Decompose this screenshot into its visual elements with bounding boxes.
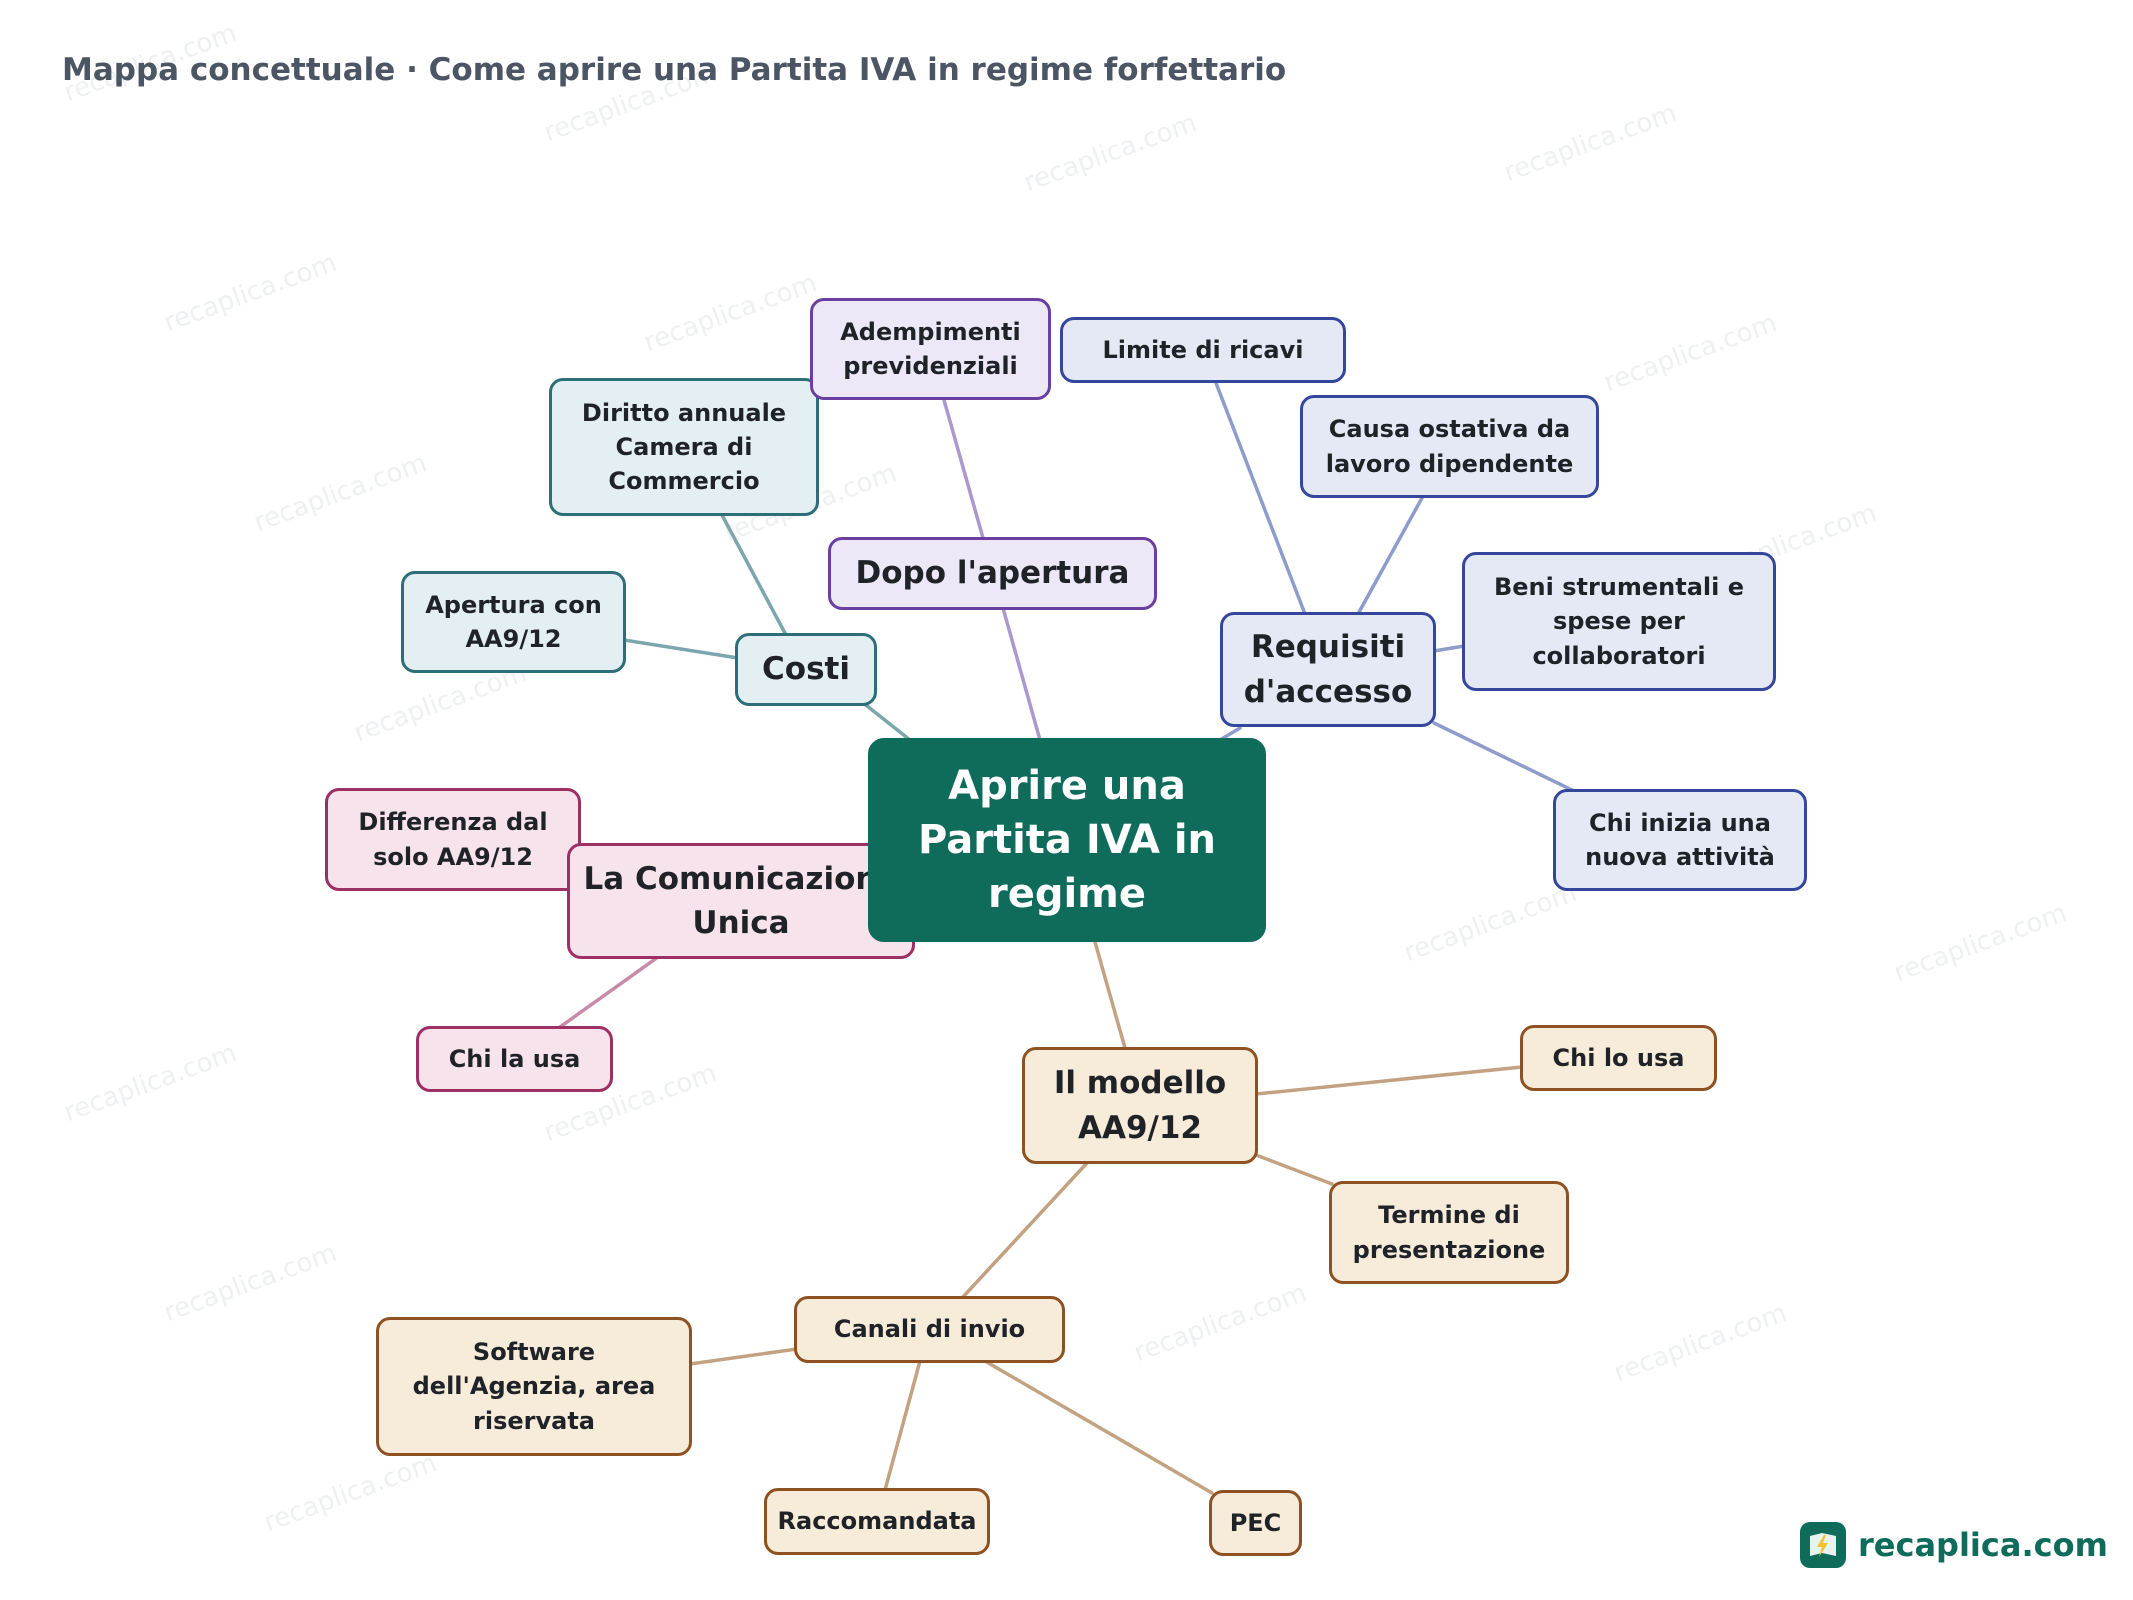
- node-chi-lo-usa[interactable]: Chi lo usa: [1520, 1025, 1717, 1091]
- edge-center-costi: [860, 700, 912, 742]
- node-costi[interactable]: Costi: [735, 633, 877, 706]
- node-beni-strumentali[interactable]: Beni strumentali e spese per collaborato…: [1462, 552, 1776, 691]
- comunicazione-label: La Comunicazione Unica: [583, 860, 899, 941]
- edge-modello-canali: [960, 1161, 1089, 1300]
- node-adempimenti-previdenziali[interactable]: Adempimenti previdenziali: [810, 298, 1051, 400]
- edge-requisiti-beni: [1432, 644, 1466, 653]
- node-limite-ricavi[interactable]: Limite di ricavi: [1060, 317, 1346, 383]
- lightning-book-icon: [1800, 1522, 1846, 1568]
- logo-text: recaplica.com: [1858, 1526, 2108, 1564]
- node-chi-inizia[interactable]: Chi inizia una nuova attività: [1553, 789, 1807, 891]
- node-pec[interactable]: PEC: [1209, 1490, 1302, 1556]
- edge-requisiti-chi-inizia: [1432, 721, 1578, 794]
- node-comunicazione-unica[interactable]: La Comunicazione Unica: [567, 843, 915, 959]
- node-software-agenzia[interactable]: Software dell'Agenzia, area riservata: [376, 1317, 692, 1456]
- page-title: Mappa concettuale · Come aprire una Part…: [62, 52, 1287, 88]
- edge-modello-termine: [1254, 1153, 1334, 1186]
- edge-dopo-adempimenti: [942, 398, 985, 540]
- node-termine-presentazione[interactable]: Termine di presentazione: [1329, 1181, 1569, 1284]
- edge-center-dopo: [1001, 606, 1042, 742]
- edge-comunicazione-chi-la-usa: [558, 955, 660, 1029]
- node-causa-ostativa[interactable]: Causa ostativa da lavoro dipendente: [1300, 395, 1599, 498]
- node-modello-aa912[interactable]: Il modello AA9/12: [1022, 1047, 1258, 1164]
- brand-logo[interactable]: recaplica.com: [1800, 1522, 2108, 1568]
- node-canali-invio[interactable]: Canali di invio: [794, 1296, 1065, 1363]
- edge-canali-raccomandata: [883, 1359, 922, 1492]
- node-differenza-aa912[interactable]: Differenza dal solo AA9/12: [325, 788, 581, 891]
- node-requisiti-accesso[interactable]: Requisiti d'accesso: [1220, 612, 1436, 727]
- edge-costi-diritto: [720, 513, 788, 637]
- node-chi-la-usa[interactable]: Chi la usa: [416, 1026, 613, 1092]
- node-raccomandata[interactable]: Raccomandata: [764, 1488, 990, 1555]
- edge-center-modello: [1093, 940, 1127, 1050]
- edge-canali-pec: [983, 1359, 1214, 1495]
- edge-modello-chi-lo-usa: [1254, 1065, 1524, 1096]
- node-dopo-apertura[interactable]: Dopo l'apertura: [828, 537, 1157, 610]
- edge-requisiti-causa: [1356, 496, 1424, 616]
- edge-costi-apertura: [622, 638, 740, 660]
- node-apertura-aa912[interactable]: Apertura con AA9/12: [401, 571, 626, 673]
- central-topic[interactable]: Aprire una Partita IVA in regime: [868, 738, 1266, 942]
- edge-canali-software: [688, 1347, 799, 1366]
- edge-requisiti-limite: [1214, 381, 1307, 616]
- node-diritto-annuale[interactable]: Diritto annuale Camera di Commercio: [549, 378, 819, 516]
